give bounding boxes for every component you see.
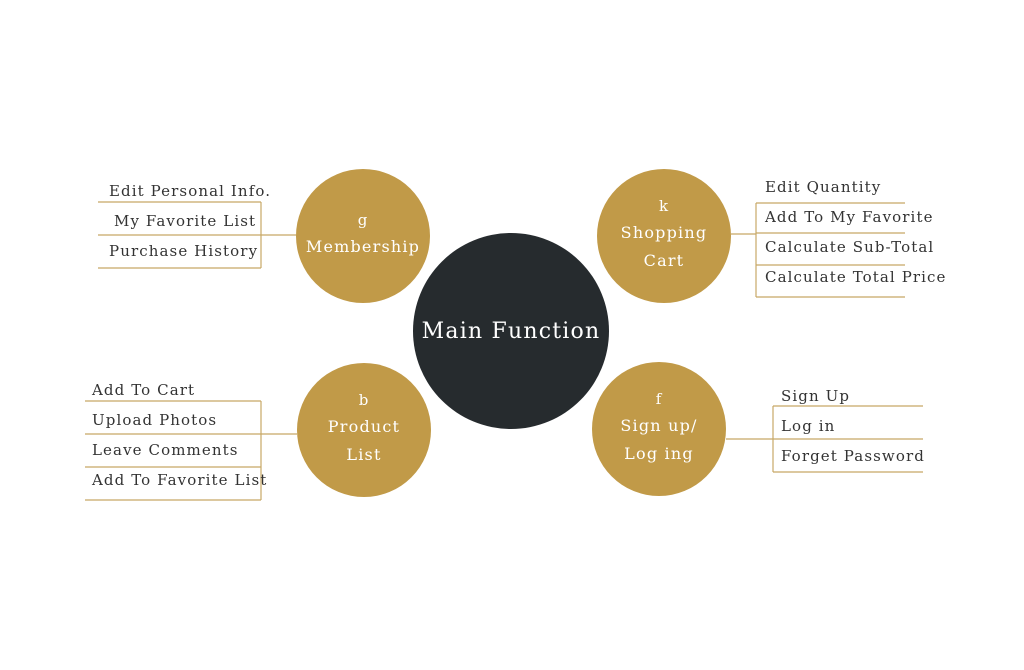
shopping-cart-node: k Shopping Cart	[597, 169, 731, 303]
signup-item-forget-password: Forget Password	[781, 447, 925, 465]
shopping-cart-item-add-to-my-favorite: Add To My Favorite	[765, 208, 934, 226]
membership-item-purchase-history: Purchase History	[109, 242, 259, 260]
signup-label-line2: Log ing	[624, 444, 694, 463]
shopping-cart-item-calculate-sub-total: Calculate Sub-Total	[765, 238, 935, 256]
membership-letter: g	[357, 211, 369, 229]
product-list-label-line1: Product	[327, 417, 401, 436]
product-list-item-upload-photos: Upload Photos	[92, 411, 218, 429]
main-function-node: Main Function	[413, 233, 609, 429]
product-list-item-add-to-favorite-list: Add To Favorite List	[92, 471, 268, 489]
shopping-cart-label-line1: Shopping	[620, 223, 708, 242]
signup-label-line1: Sign up/	[620, 416, 698, 435]
shopping-cart-label-line2: Cart	[643, 251, 685, 270]
shopping-cart-item-edit-quantity: Edit Quantity	[765, 178, 882, 196]
membership-item-edit-personal-info: Edit Personal Info.	[109, 182, 272, 200]
product-list-node: b Product List	[297, 363, 431, 497]
signup-item-log-in: Log in	[781, 417, 836, 435]
membership-node: g Membership	[296, 169, 430, 303]
membership-item-my-favorite-list: My Favorite List	[114, 212, 257, 230]
membership-label: Membership	[305, 237, 421, 256]
product-list-item-add-to-cart: Add To Cart	[92, 381, 196, 399]
product-list-letter: b	[358, 391, 370, 409]
shopping-cart-letter: k	[658, 197, 670, 215]
product-list-item-leave-comments: Leave Comments	[92, 441, 239, 459]
signup-item-sign-up: Sign Up	[781, 387, 851, 405]
shopping-cart-item-calculate-total-price: Calculate Total Price	[765, 268, 947, 286]
product-list-label-line2: List	[346, 445, 382, 464]
main-function-title: Main Function	[421, 318, 601, 344]
signup-letter: f	[655, 390, 663, 408]
signup-login-node: f Sign up/ Log ing	[592, 362, 726, 496]
